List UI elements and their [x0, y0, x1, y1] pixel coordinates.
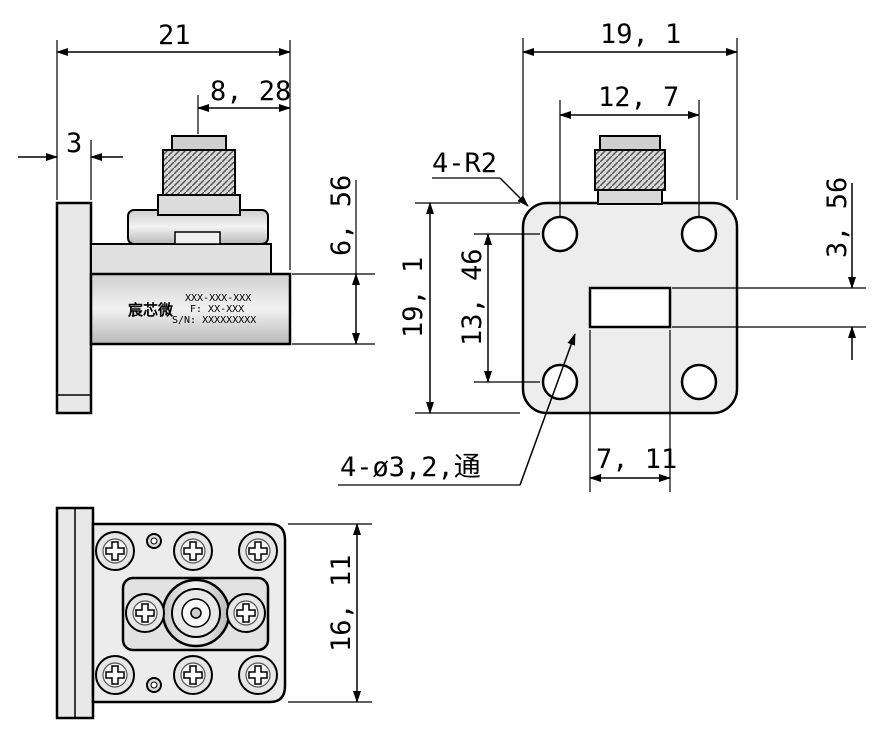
screw-icon: [238, 531, 278, 571]
dim-connector-offset: 8, 28: [210, 76, 291, 107]
screw-icon: [226, 593, 266, 633]
dim-side-width: 21: [158, 20, 191, 51]
front-connector-thread: [594, 149, 666, 191]
screw-icon: [125, 593, 165, 633]
dim-bottom-length: 16, 11: [326, 554, 357, 652]
flange-view: 19, 1 12, 7 4-R2 19, 1 13, 46 3, 56 7, 1…: [338, 19, 866, 492]
dim-hole-spacing-h: 12, 7: [598, 82, 679, 113]
dim-aperture-width: 7, 11: [596, 444, 677, 475]
dim-body-height: 6, 56: [326, 175, 357, 256]
dim-hole-spacing-v: 13, 46: [457, 248, 488, 346]
bottom-view: 16, 11: [55, 506, 372, 720]
dim-aperture-height: 3, 56: [822, 177, 853, 258]
mount-hole-br: [680, 363, 718, 401]
logo-text: 宸芯微: [127, 301, 174, 319]
mount-hole-tl: [541, 215, 579, 253]
dim-flange-height: 19, 1: [398, 257, 429, 338]
mount-hole-tr: [680, 215, 718, 253]
waveguide-aperture: [588, 286, 672, 329]
side-body: [89, 272, 292, 346]
screw-icon: [173, 531, 213, 571]
side-connector-thread: [162, 149, 236, 196]
screw-icon: [95, 655, 135, 695]
mount-hole-bl: [541, 363, 579, 401]
frequency-label: F: XX-XXX: [190, 304, 244, 315]
screw-icon: [173, 655, 213, 695]
dim-corner-radius: 4-R2: [432, 148, 497, 179]
screw-icon: [95, 531, 135, 571]
serial-number: S/N: XXXXXXXXX: [172, 315, 256, 326]
screw-icon: [238, 655, 278, 695]
dim-mount-holes: 4-ø3,2,通: [340, 452, 481, 483]
side-view: 宸芯微 XXX-XXX-XXX F: XX-XXX S/N: XXXXXXXXX…: [18, 20, 375, 415]
side-flange: [55, 201, 93, 415]
dim-flange-thickness: 3: [66, 128, 82, 159]
part-number: XXX-XXX-XXX: [185, 293, 251, 304]
dim-flange-width: 19, 1: [600, 19, 681, 50]
